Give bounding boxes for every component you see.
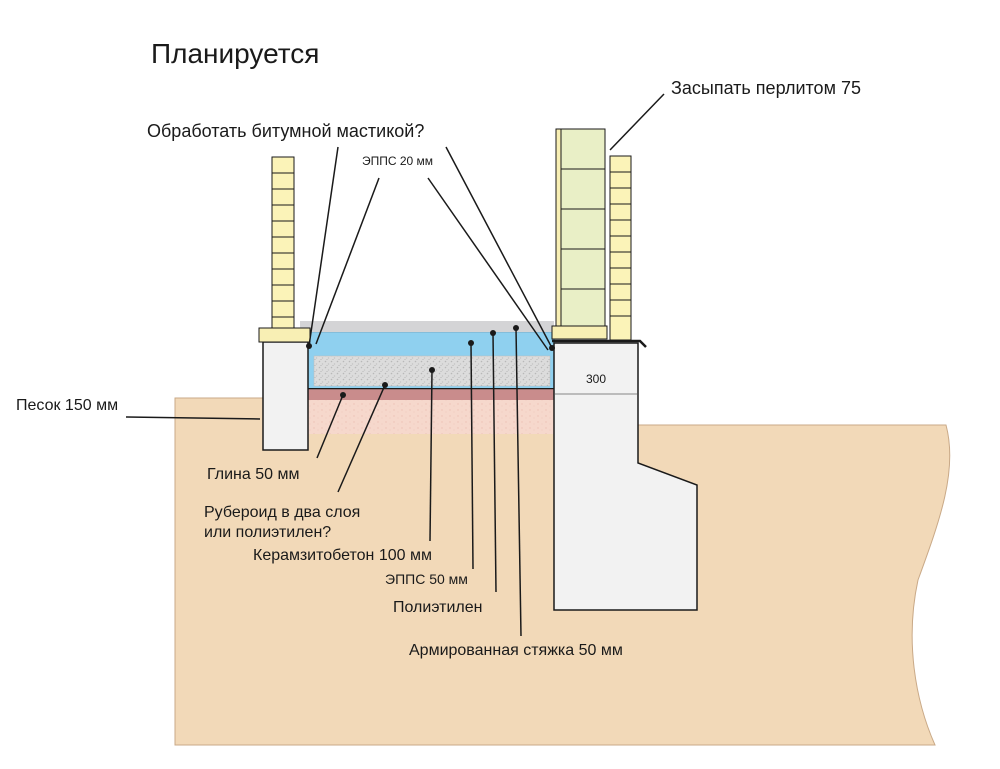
perlite-block-column	[560, 128, 606, 327]
label-ruberoid-line1: Рубероид в два слоя	[204, 504, 360, 521]
right-brick-column	[609, 155, 632, 341]
label-polyethylene: Полиэтилен	[393, 599, 482, 616]
label-sand: Песок 150 мм	[16, 397, 118, 414]
left-foundation-cap	[258, 327, 311, 343]
leader-lines	[125, 93, 665, 637]
screed-layer	[300, 321, 554, 332]
label-keramzit: Керамзитобетон 100 мм	[253, 547, 432, 564]
right-foundation-cap	[551, 325, 608, 340]
label-epps-20: ЭППС 20 мм	[362, 154, 433, 168]
label-ruberoid-line2: или полиэтилен?	[204, 524, 331, 541]
leader-dots	[306, 325, 555, 398]
label-perlite: Засыпать перлитом 75	[671, 78, 861, 98]
label-clay: Глина 50 мм	[207, 466, 299, 483]
left-brick-column	[271, 156, 295, 329]
waterproof-flashing	[552, 339, 647, 348]
right-foundation	[553, 342, 698, 611]
dimension-300: 300	[586, 372, 606, 386]
left-foundation-wall	[262, 341, 309, 451]
label-epps-50: ЭППС 50 мм	[385, 571, 468, 587]
label-reinforced-screed: Армированная стяжка 50 мм	[409, 642, 623, 659]
diagram-title: Планируется	[151, 38, 319, 69]
label-bitum-mastic: Обработать битумной мастикой?	[147, 121, 424, 141]
